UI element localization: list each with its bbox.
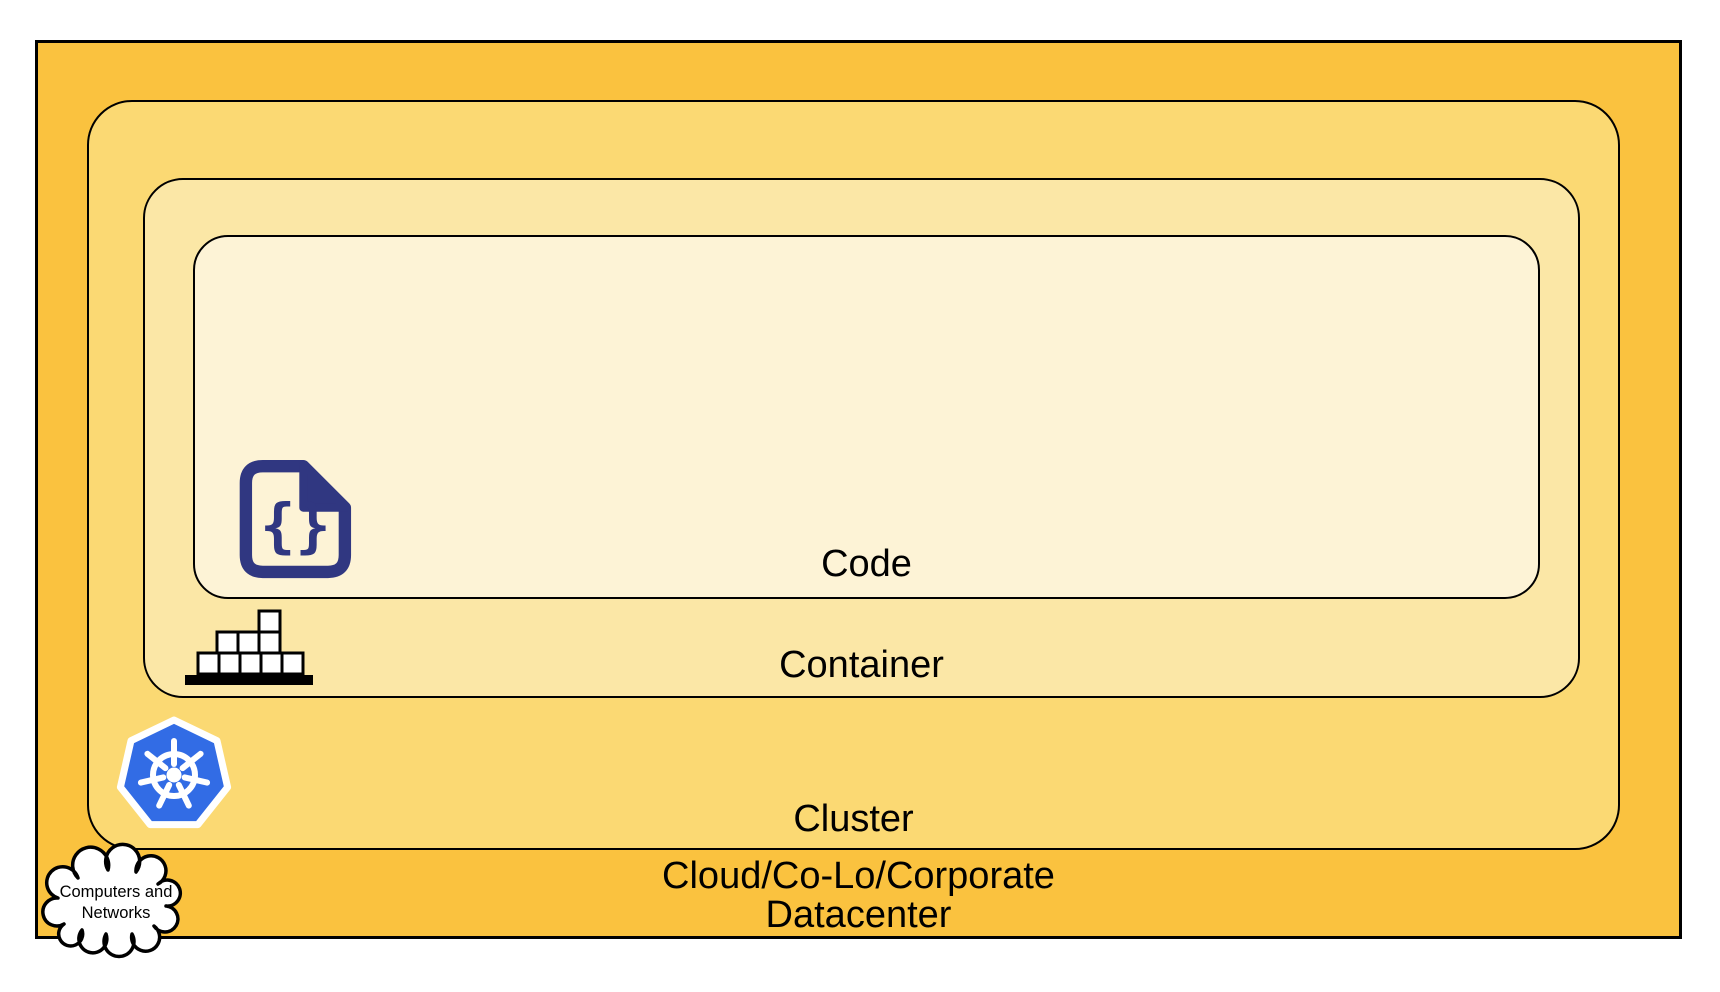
code-braces-glyph: {}: [260, 492, 330, 560]
datacenter-label: Cloud/Co-Lo/Corporate Datacenter: [38, 857, 1679, 935]
code-file-icon: {}: [238, 458, 355, 580]
cloud-label-line1: Computers and: [60, 883, 173, 901]
datacenter-label-line2: Datacenter: [765, 894, 952, 936]
cluster-label: Cluster: [793, 798, 914, 841]
layer-datacenter: {} Code: [35, 40, 1682, 959]
cloud-label-line2: Networks: [82, 904, 151, 922]
layer-container: {} Code: [143, 178, 1580, 698]
layer-cluster: {} Code: [87, 100, 1620, 850]
container-label: Container: [779, 644, 944, 687]
layer-code: {} Code: [193, 235, 1540, 599]
kubernetes-icon: [115, 712, 233, 838]
code-label: Code: [821, 543, 912, 586]
datacenter-label-line1: Cloud/Co-Lo/Corporate: [662, 855, 1055, 897]
cloud-icon: Computers and Networks: [40, 842, 190, 959]
container-stack-icon: [185, 609, 315, 686]
